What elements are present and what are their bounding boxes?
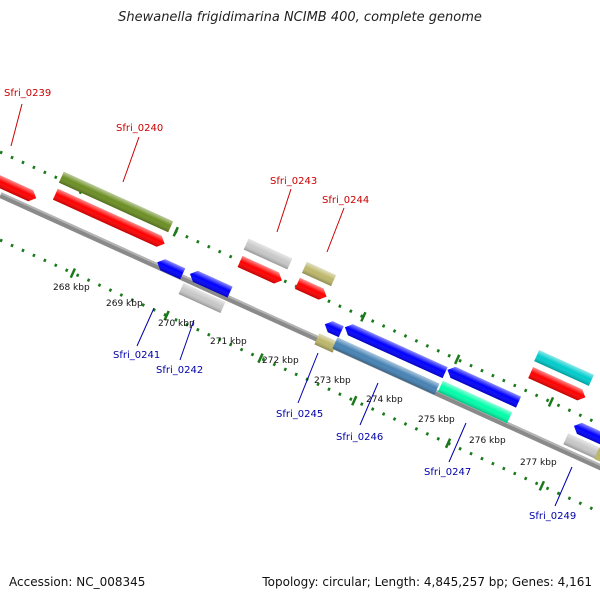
kbp-tick-label: 271 kbp (210, 337, 247, 347)
gene-sfri-0249[interactable] (563, 433, 600, 461)
gene-cyan[interactable] (534, 350, 594, 386)
label-leader (326, 207, 345, 253)
label-leader (276, 188, 292, 233)
gene-sfri-0240[interactable] (52, 188, 167, 250)
gene-label-sfri-0244[interactable]: Sfri_0244 (322, 195, 369, 206)
gene-blue-mid[interactable] (445, 364, 521, 408)
gene-label-sfri-0241[interactable]: Sfri_0241 (113, 350, 160, 361)
gene-label-sfri-0246[interactable]: Sfri_0246 (336, 432, 383, 443)
accession-text: Accession: NC_008345 (9, 575, 146, 589)
kbp-tick-label: 274 kbp (366, 395, 403, 405)
kbp-tick-label: 276 kbp (469, 436, 506, 446)
gene-label-sfri-0245[interactable]: Sfri_0245 (276, 409, 323, 420)
gene-sfri-0246[interactable] (332, 337, 440, 395)
gene-red-right[interactable] (528, 367, 588, 403)
label-leader (179, 319, 195, 361)
kbp-tick-label: 275 kbp (418, 415, 455, 425)
gene-sfri-0243[interactable] (237, 256, 285, 286)
gene-sfri-0243-outer[interactable] (243, 238, 293, 270)
kbp-tick-label: 268 kbp (53, 283, 90, 293)
gene-label-sfri-0249[interactable]: Sfri_0249 (529, 511, 576, 522)
map-title: Shewanella frigidimarina NCIMB 400, comp… (118, 10, 482, 25)
gene-sfri-0242[interactable] (178, 283, 226, 313)
gene-blue-small-1[interactable] (155, 257, 186, 280)
gene-sfri-0239[interactable] (0, 171, 39, 203)
gene-blue-long[interactable] (342, 322, 448, 379)
gene-khaki-edge[interactable] (594, 448, 600, 464)
kbp-tick-labels: 268 kbp 269 kbp 270 kbp 271 kbp 272 kbp … (53, 283, 557, 468)
gene-sfri-0241[interactable] (187, 268, 233, 298)
kbp-tick-label: 272 kbp (262, 356, 299, 366)
gene-sfri-0244[interactable] (294, 277, 329, 302)
reverse-tick-track (0, 238, 600, 531)
kbp-tick-label: 270 kbp (158, 319, 195, 329)
label-leader (554, 466, 573, 507)
label-leader (448, 422, 467, 463)
gene-sfri-0240-outer[interactable] (58, 171, 174, 233)
gene-label-sfri-0247[interactable]: Sfri_0247 (424, 467, 471, 478)
label-leader (359, 382, 379, 426)
gene-sfri-0247[interactable] (437, 380, 513, 424)
gene-label-sfri-0243[interactable]: Sfri_0243 (270, 176, 317, 187)
genome-summary-text: Topology: circular; Length: 4,845,257 bp… (262, 575, 592, 589)
kbp-tick-label: 269 kbp (106, 299, 143, 309)
kbp-tick-label: 277 kbp (520, 458, 557, 468)
label-leader (136, 307, 155, 347)
kbp-tick-label: 273 kbp (314, 376, 351, 386)
gene-label-sfri-0242[interactable]: Sfri_0242 (156, 365, 203, 376)
gene-label-sfri-0239[interactable]: Sfri_0239 (4, 88, 51, 99)
forward-gene-labels: Sfri_0239 Sfri_0240 Sfri_0243 Sfri_0244 (4, 88, 369, 253)
gene-sfri-0245[interactable] (314, 333, 338, 353)
gene-blue-small-2[interactable] (322, 319, 344, 338)
gene-label-sfri-0240[interactable]: Sfri_0240 (116, 123, 163, 134)
backbone (0, 192, 600, 487)
reverse-gene-labels: Sfri_0241 Sfri_0242 Sfri_0245 Sfri_0246 … (113, 307, 576, 522)
label-leader (122, 136, 140, 183)
gene-sfri-0244-outer[interactable] (301, 261, 337, 287)
gene-blue-right[interactable] (571, 420, 600, 450)
label-leader (10, 103, 23, 147)
label-leader (297, 352, 319, 404)
